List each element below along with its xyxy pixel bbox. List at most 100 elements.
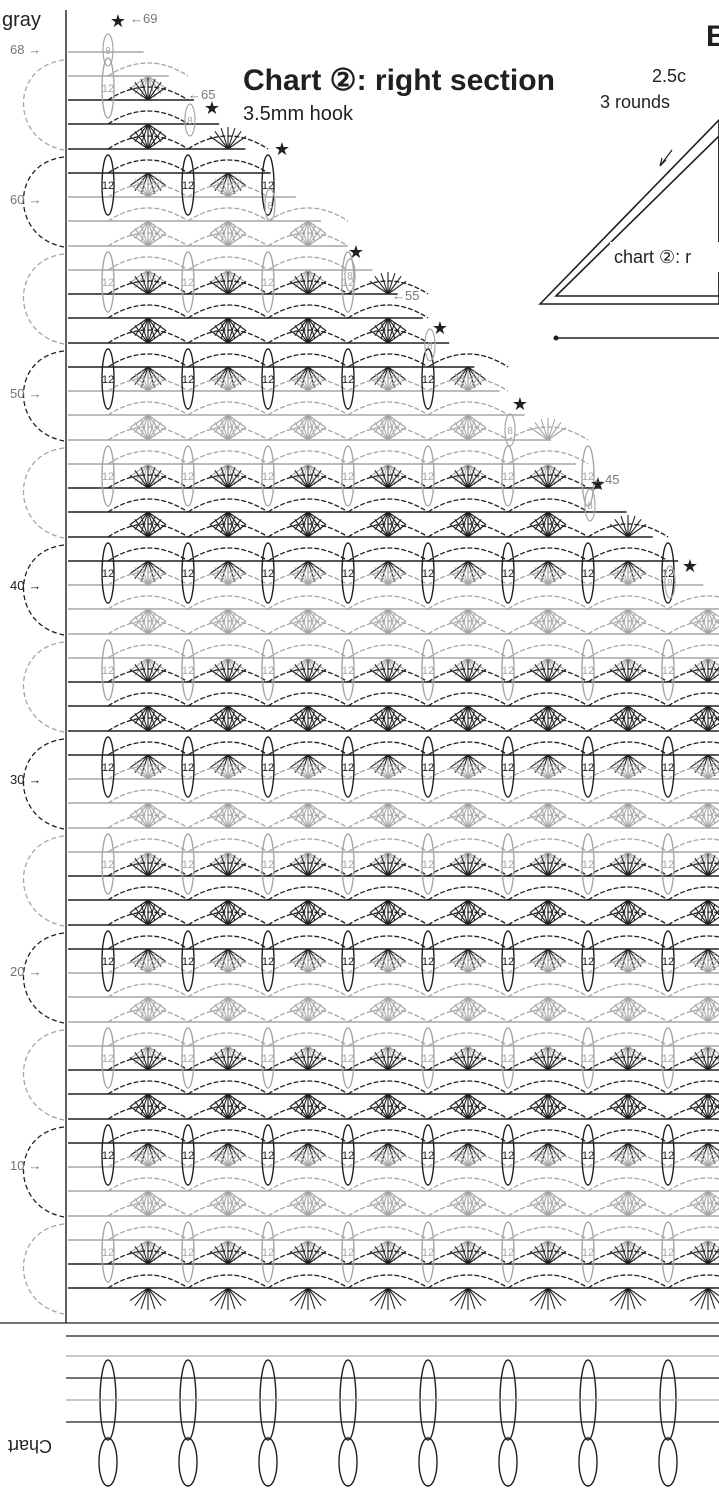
stitch-fan-line bbox=[370, 1191, 388, 1204]
chart-title: Chart ②: right section bbox=[243, 64, 555, 97]
stitch-fan-line bbox=[461, 807, 468, 828]
stitch-fan-line bbox=[130, 1009, 148, 1022]
chain-arch bbox=[268, 1178, 348, 1191]
stitch-fan-line bbox=[461, 419, 468, 440]
chain-arch bbox=[428, 1081, 508, 1094]
stitch-fan-line bbox=[708, 855, 715, 876]
stitch-fan-line bbox=[695, 1191, 708, 1209]
stitch-fan-line bbox=[210, 863, 228, 876]
stitch-fan-line bbox=[135, 900, 148, 918]
stitch-fan-line bbox=[290, 572, 308, 585]
stitch-fan-line bbox=[695, 1288, 708, 1306]
stitch-fan-line bbox=[628, 1146, 635, 1167]
stitch-fan-line bbox=[148, 616, 161, 634]
stitch-fan-line bbox=[308, 228, 321, 246]
stitch-fan-line bbox=[228, 1191, 246, 1204]
stitch-fan-line bbox=[461, 710, 468, 731]
stitch-fan-line bbox=[450, 803, 468, 816]
stitch-fan-line bbox=[301, 949, 308, 970]
turning-chain-arc bbox=[24, 1224, 65, 1314]
chain-arch bbox=[108, 305, 188, 318]
chain-arch bbox=[428, 984, 508, 997]
stitch-fan-line bbox=[628, 1094, 646, 1107]
stitch-fan-line bbox=[135, 124, 148, 142]
chain-arch bbox=[588, 742, 668, 755]
stitch-fan-line bbox=[628, 997, 641, 1015]
chain-arch bbox=[588, 645, 668, 658]
stitch-fan-line bbox=[548, 419, 555, 440]
stitch-count-label: 12 bbox=[422, 1053, 434, 1065]
stitch-fan-line bbox=[621, 1001, 628, 1022]
chain-arch bbox=[268, 402, 348, 415]
stitch-fan-line bbox=[290, 221, 308, 234]
stitch-fan-line bbox=[468, 1288, 486, 1301]
chain-arch bbox=[108, 1130, 188, 1143]
stitch-fan-line bbox=[295, 228, 308, 246]
stitch-fan-line bbox=[455, 512, 468, 530]
stitch-fan-line bbox=[370, 960, 388, 973]
stitch-count-label: 12 bbox=[662, 956, 674, 968]
stitch-fan-line bbox=[388, 467, 395, 488]
chain-arch bbox=[188, 208, 268, 221]
edge-stitch-count: 8 bbox=[187, 116, 193, 127]
stitch-fan-line bbox=[148, 1094, 161, 1112]
stitch-fan-line bbox=[468, 512, 486, 525]
stitch-fan-line bbox=[455, 997, 468, 1015]
stitch-fan-line bbox=[228, 713, 241, 731]
chain-arch bbox=[108, 1081, 188, 1094]
stitch-fan-line bbox=[628, 710, 635, 731]
stitch-fan-line bbox=[308, 1146, 315, 1167]
stitch-fan-line bbox=[381, 949, 388, 970]
stitch-fan-line bbox=[290, 233, 308, 246]
stitch-fan-line bbox=[388, 1094, 406, 1107]
stitch-fan-line bbox=[381, 1146, 388, 1167]
stitch-count-label: 12 bbox=[502, 859, 514, 871]
chain-arch bbox=[108, 548, 188, 561]
stitch-fan-line bbox=[308, 900, 321, 918]
stitch-fan-line bbox=[148, 710, 155, 731]
stitch-fan-line bbox=[461, 755, 468, 776]
stitch-fan-line bbox=[370, 572, 388, 585]
stitch-fan-line bbox=[290, 1251, 308, 1264]
stitch-fan-line bbox=[290, 718, 308, 731]
stitch-fan-line bbox=[388, 900, 406, 913]
stitch-fan-line bbox=[290, 1009, 308, 1022]
stitch-fan-line bbox=[295, 997, 308, 1015]
stitch-fan-line bbox=[135, 1288, 148, 1306]
stitch-fan-line bbox=[148, 1191, 161, 1209]
stitch-fan-line bbox=[628, 1098, 635, 1119]
chain-arch bbox=[428, 451, 508, 464]
stitch-fan-line bbox=[290, 669, 308, 682]
stitch-fan-line bbox=[690, 1288, 708, 1301]
chain-arch bbox=[428, 1033, 508, 1046]
chain-arch bbox=[668, 887, 719, 900]
stitch-fan-line bbox=[221, 176, 228, 197]
stitch-fan-line bbox=[610, 621, 628, 634]
stitch-fan-line bbox=[141, 904, 148, 925]
stitch-fan-line bbox=[468, 613, 475, 634]
stitch-fan-line bbox=[388, 609, 406, 622]
inset-measurement: 2.5c bbox=[652, 66, 686, 86]
stitch-fan-line bbox=[148, 1243, 155, 1264]
stitch-fan-line bbox=[450, 960, 468, 973]
stitch-fan-line bbox=[695, 907, 708, 925]
stitch-fan-line bbox=[135, 616, 148, 634]
stitch-fan-line bbox=[450, 1106, 468, 1119]
chain-arch bbox=[588, 1178, 668, 1191]
stitch-fan-line bbox=[548, 1101, 561, 1119]
stitch-fan-line bbox=[308, 1191, 321, 1209]
chain-arch bbox=[588, 1081, 668, 1094]
stitch-fan-line bbox=[468, 564, 475, 585]
stitch-fan-line bbox=[468, 370, 475, 391]
stitch-fan-line bbox=[615, 1094, 628, 1112]
stitch-fan-line bbox=[290, 1094, 308, 1107]
stitch-fan-line bbox=[610, 815, 628, 828]
stitch-fan-line bbox=[141, 1049, 148, 1070]
chain-arch bbox=[428, 596, 508, 609]
stitch-fan-line bbox=[210, 621, 228, 634]
border-drop-oval bbox=[499, 1438, 517, 1486]
stitch-fan-line bbox=[141, 661, 148, 682]
stitch-fan-line bbox=[308, 1094, 326, 1107]
stitch-fan-line bbox=[141, 1288, 148, 1309]
chain-arch bbox=[268, 1275, 348, 1288]
